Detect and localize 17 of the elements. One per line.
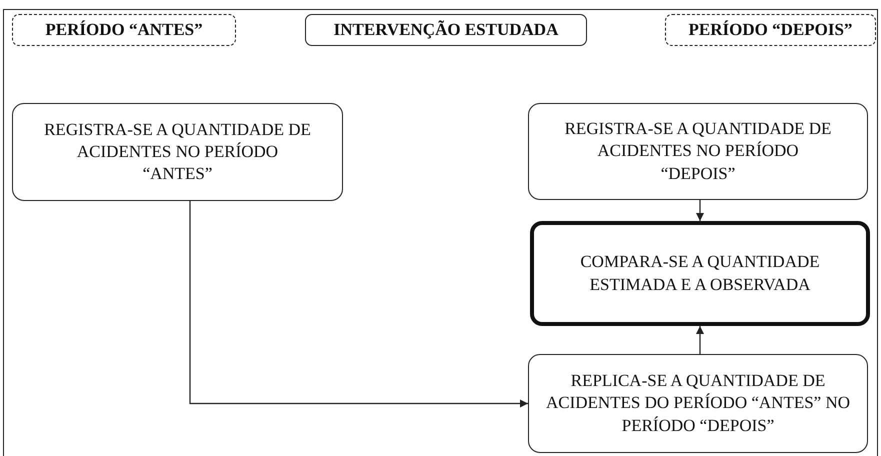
box-text: PERÍODO “ANTES”	[45, 20, 203, 40]
process-box	[530, 221, 870, 326]
box-text: INTERVENÇÃO ESTUDADA	[334, 20, 558, 40]
box-text: REGISTRA-SE A QUANTIDADE DE ACIDENTES NO PERÍODO “DEPOIS”	[564, 118, 832, 185]
period-label-box	[305, 14, 587, 46]
process-box	[528, 103, 868, 200]
arrow	[696, 326, 704, 354]
period-label-box	[12, 14, 236, 46]
box-text: REPLICA-SE A QUANTIDADE DE ACIDENTES DO PERÍODO “ANTES” NO PERÍODO “DEPOIS”	[544, 370, 852, 437]
arrow	[189, 201, 528, 408]
box-text: PERÍODO “DEPOIS”	[688, 20, 852, 40]
process-box	[528, 354, 868, 453]
process-box	[12, 103, 343, 201]
box-text: COMPARA-SE A QUANTIDADE ESTIMADA E A OBSERVADA	[579, 251, 821, 296]
period-label-box	[665, 14, 876, 46]
box-text: REGISTRA-SE A QUANTIDADE DE ACIDENTES NO PERÍODO “ANTES”	[43, 118, 312, 186]
arrow	[696, 200, 704, 221]
